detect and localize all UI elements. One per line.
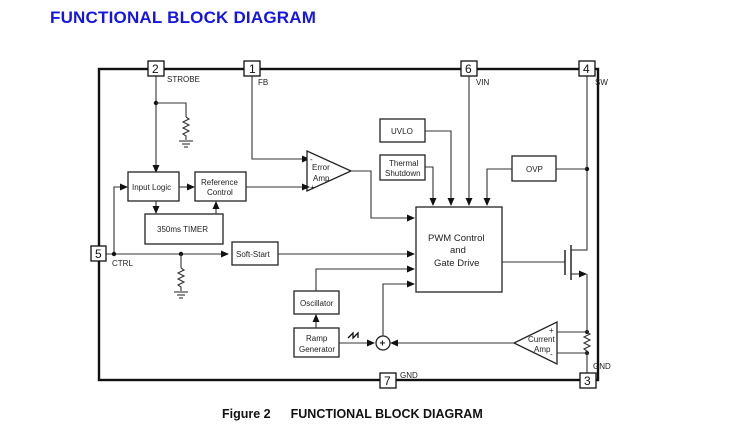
oscillator-label: Oscillator xyxy=(300,299,334,308)
error-amp-label-line1: Error xyxy=(312,163,330,172)
pin-number-5: 5 xyxy=(95,247,102,261)
sense-resistor-icon xyxy=(582,331,592,353)
timer-label: 350ms TIMER xyxy=(157,225,208,234)
summer-plus-sign: + xyxy=(380,339,386,350)
pin-box-7 xyxy=(379,372,397,389)
pin-box-4 xyxy=(578,60,596,77)
wire-strobe-pulldown xyxy=(156,102,187,117)
figure-caption: Figure 2 FUNCTIONAL BLOCK DIAGRAM xyxy=(222,407,483,421)
pin-box-2 xyxy=(147,60,165,77)
resistor-icon xyxy=(176,267,186,291)
pwm-label-line3: Gate Drive xyxy=(434,258,479,269)
current-amp-triangle xyxy=(512,320,558,366)
pwm-label-line1: PWM Control xyxy=(428,233,484,244)
error-amp-minus-sign: - xyxy=(310,155,313,164)
pwm-gate-drive-block xyxy=(415,206,503,293)
wire-ctrl-to-input-logic xyxy=(113,183,128,254)
input-logic-block xyxy=(127,171,180,202)
wire-error-amp-to-pwm xyxy=(351,170,415,222)
current-amp-plus-sign: + xyxy=(549,326,554,335)
error-amp-plus-sign: + xyxy=(310,183,315,192)
wire-summer-to-pwm xyxy=(382,280,415,336)
soft-start-label: Soft-Start xyxy=(236,250,271,259)
pin-label-ctrl: CTRL xyxy=(112,259,133,268)
pin-number-1: 1 xyxy=(249,62,256,76)
ramp-generator-label-line2: Generator xyxy=(299,345,335,354)
pin-label-gnd-7: GND xyxy=(400,371,418,380)
uvlo-label: UVLO xyxy=(391,127,413,136)
pin-number-2: 2 xyxy=(152,62,159,76)
current-amp-label-line1: Current xyxy=(528,335,555,344)
error-amp-triangle xyxy=(306,149,353,193)
wire-oscillator-to-pwm xyxy=(315,265,415,291)
page-heading: FUNCTIONAL BLOCK DIAGRAM xyxy=(50,8,317,27)
pin-vin: 6 VIN xyxy=(460,60,490,206)
figure-number: Figure 2 xyxy=(222,407,271,421)
timer-block xyxy=(144,213,224,245)
pin-label-vin: VIN xyxy=(476,78,490,87)
reference-control-label-line1: Reference xyxy=(201,178,238,187)
wire-fb-to-error-amp xyxy=(251,75,310,163)
pin-fb: 1 FB xyxy=(243,60,310,163)
wire-sw-to-drain xyxy=(574,75,588,251)
pin-box-3 xyxy=(579,372,597,389)
wire-thermal-to-pwm xyxy=(425,166,437,206)
pin-label-fb: FB xyxy=(258,78,268,87)
sawtooth-waveform-icon xyxy=(347,331,359,340)
wire-uvlo-to-pwm xyxy=(425,130,455,206)
reference-control-block xyxy=(194,171,247,202)
pin-label-strobe: STROBE xyxy=(167,75,200,84)
pin-label-gnd-3: GND xyxy=(593,362,611,371)
ic-boundary xyxy=(97,67,600,382)
power-mosfet-icon xyxy=(564,245,587,280)
pin-number-6: 6 xyxy=(465,62,472,76)
thermal-shutdown-label-line2: Shutdown xyxy=(385,169,421,178)
resistor-icon xyxy=(181,116,191,140)
pin-box-5 xyxy=(90,245,107,262)
ovp-label: OVP xyxy=(526,165,543,174)
junction-dot xyxy=(111,251,117,257)
pin-number-3: 3 xyxy=(584,374,591,388)
reference-control-label-line2: Control xyxy=(207,188,233,197)
pin-strobe: 2 STROBE xyxy=(147,60,200,173)
figure-title: FUNCTIONAL BLOCK DIAGRAM xyxy=(290,407,483,421)
wire-ovp-to-pwm xyxy=(483,168,512,206)
pin-gnd-7: 7 GND xyxy=(379,371,418,389)
pin-sw: 4 SW xyxy=(574,60,608,251)
current-amp-label-line2: Amp xyxy=(534,345,551,354)
input-logic-label: Input Logic xyxy=(132,183,171,192)
ground-icon xyxy=(174,291,188,299)
error-amplifier: Error Amp - + xyxy=(306,149,415,222)
error-amp-label-line2: Amp xyxy=(313,174,330,183)
ramp-generator-label-line1: Ramp xyxy=(306,334,328,343)
pin-box-1 xyxy=(243,60,261,77)
pin-number-4: 4 xyxy=(583,62,590,76)
pin-box-6 xyxy=(460,60,478,77)
pin-gnd-3: 3 GND xyxy=(579,362,611,389)
pwm-label-line2: and xyxy=(450,245,466,256)
pin-number-7: 7 xyxy=(384,374,391,388)
thermal-shutdown-block xyxy=(379,154,426,181)
ground-icon xyxy=(179,140,193,148)
thermal-shutdown-label-line1: Thermal xyxy=(389,159,419,168)
current-amp-minus-sign: - xyxy=(550,350,553,359)
pin-label-sw: SW xyxy=(595,78,608,87)
pin-ctrl: 5 CTRL xyxy=(90,183,229,299)
